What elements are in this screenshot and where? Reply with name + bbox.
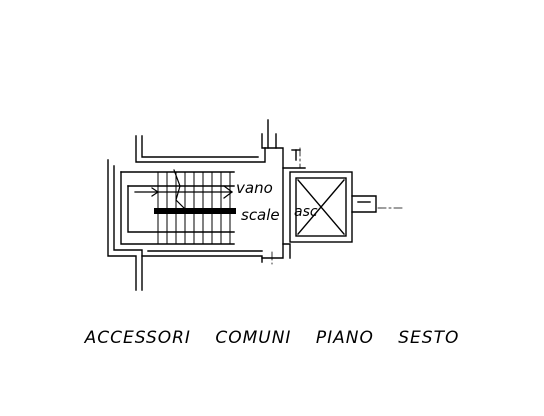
stair-direction-arrow: [134, 169, 233, 211]
plan-caption: ACCESSORI COMUNI PIANO SESTO: [84, 328, 460, 348]
axis-lines: [271, 147, 405, 265]
stairwell-walls: [107, 119, 306, 291]
label-lift: asc: [294, 204, 318, 220]
stair-treads: [157, 171, 231, 245]
stair-central-wall: [154, 208, 236, 214]
label-stair-scale: scale: [241, 206, 280, 224]
label-stair-vano: vano: [236, 179, 273, 197]
elevator-shaft: [289, 171, 377, 243]
